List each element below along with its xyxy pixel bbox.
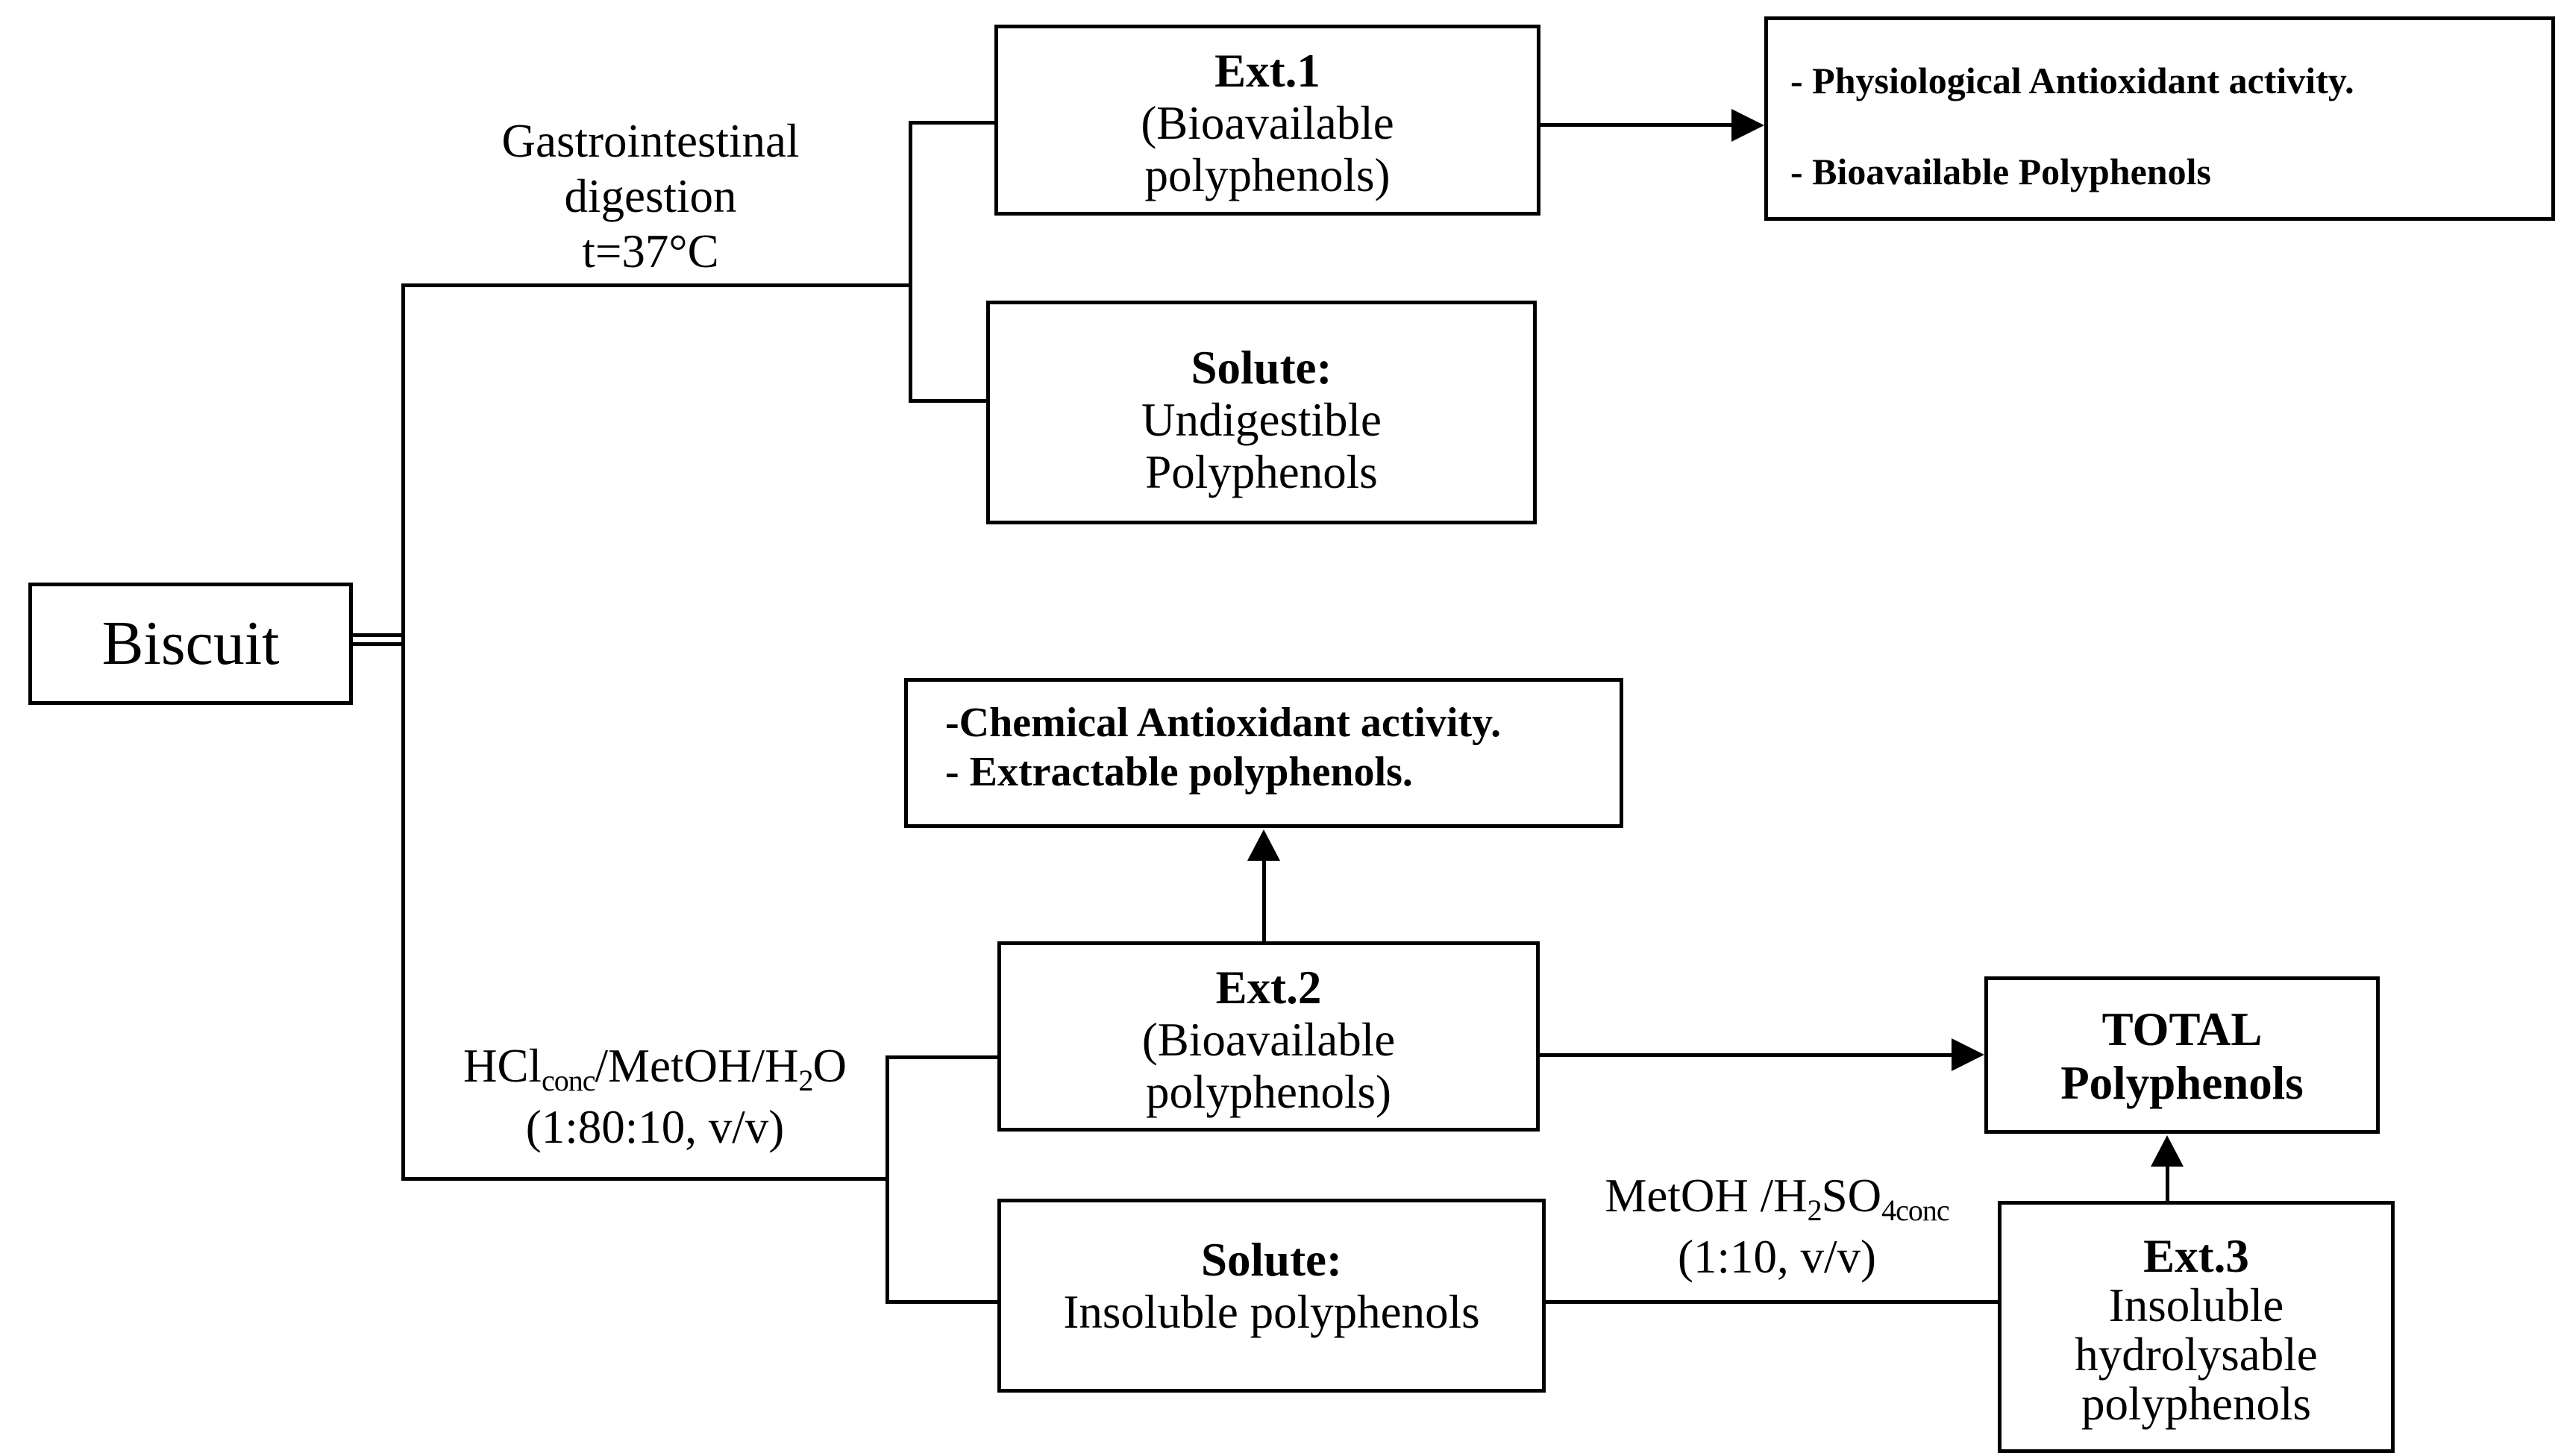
solute1-box: Solute: Undigestible Polyphenols: [986, 301, 1537, 524]
ext3-line3: hydrolysable: [2075, 1328, 2318, 1381]
connector-biscuit-stub-bottom: [353, 642, 405, 646]
connector-bottom-splitter-vertical: [885, 1055, 889, 1304]
arrow-ext2-to-total-head: [1952, 1038, 1984, 1071]
arrow-ext2-to-total-line: [1540, 1053, 1952, 1057]
solute2-box: Solute: Insoluble polyphenols: [997, 1199, 1546, 1393]
connector-to-solute1: [909, 399, 986, 403]
arrow-ext3-to-total-head: [2151, 1135, 2184, 1167]
arrow-ext2-to-chemical-line: [1262, 861, 1266, 941]
metoh-reagent-label: MetOH /H2SO4conc (1:10, v/v): [1546, 1168, 2008, 1284]
hcl-sub-conc: conc: [542, 1064, 596, 1097]
connector-to-solute2: [885, 1300, 997, 1304]
ext2-line2: (Bioavailable: [1141, 1014, 1396, 1066]
ext1-box: Ext.1 (Bioavailable polyphenols): [994, 25, 1540, 216]
metoh-sub-4conc: 4conc: [1881, 1193, 1950, 1227]
ext3-line4: polyphenols: [2081, 1378, 2311, 1430]
solute1-line3: Polyphenols: [1145, 446, 1378, 498]
connector-to-ext1: [909, 121, 994, 125]
connector-solute2-to-ext3: [1546, 1300, 1998, 1304]
hcl-label-line1: HClconc/MetOH/H2O: [463, 1040, 847, 1097]
ext1-title: Ext.1: [1214, 45, 1320, 97]
chemical-results-box: -Chemical Antioxidant activity. - Extrac…: [904, 678, 1623, 828]
gastro-label-line3: t=37°C: [582, 225, 719, 277]
ext3-box: Ext.3 Insoluble hydrolysable polyphenols: [1998, 1201, 2395, 1453]
ext2-box: Ext.2 (Bioavailable polyphenols): [997, 941, 1540, 1132]
biscuit-label: Biscuit: [101, 609, 280, 678]
connector-to-ext2: [885, 1055, 997, 1059]
ext1-line2: (Bioavailable: [1141, 97, 1394, 149]
phys-item1: - Physiological Antioxidant activity.: [1790, 60, 2354, 101]
total-polyphenols-box: TOTAL Polyphenols: [1984, 976, 2380, 1134]
metoh-label-line1: MetOH /H2SO4conc: [1605, 1170, 1950, 1227]
ext3-line2: Insoluble: [2108, 1279, 2284, 1331]
gastro-label-line2: digestion: [564, 170, 737, 222]
connector-bottom-branch-horizontal: [401, 1177, 889, 1181]
arrow-ext1-to-results-head: [1731, 109, 1764, 142]
gastro-label-line1: Gastrointestinal: [501, 115, 800, 167]
metoh-label-line2: (1:10, v/v): [1678, 1231, 1876, 1283]
hcl-reagent-label: HClconc/MetOH/H2O (1:80:10, v/v): [424, 1038, 886, 1155]
ext1-line3: polyphenols): [1144, 149, 1391, 201]
ext2-line3: polyphenols): [1146, 1066, 1391, 1118]
connector-top-branch-horizontal: [401, 283, 912, 287]
connector-top-splitter-vertical: [909, 121, 912, 403]
arrow-ext3-to-total-line: [2166, 1165, 2169, 1201]
arrow-ext1-to-results-line: [1540, 123, 1736, 127]
physiological-results-box: - Physiological Antioxidant activity. - …: [1764, 16, 2555, 221]
ext2-title: Ext.2: [1215, 961, 1322, 1014]
solute1-line2: Undigestible: [1141, 394, 1382, 446]
gastro-digestion-label: Gastrointestinal digestion t=37°C: [427, 113, 874, 279]
connector-biscuit-stub-top: [353, 633, 405, 637]
hcl-sub-2: 2: [798, 1064, 814, 1097]
connector-trunk-vertical: [401, 283, 405, 1181]
arrow-ext2-to-chemical-head: [1247, 829, 1280, 861]
chem-item1: -Chemical Antioxidant activity.: [945, 700, 1502, 746]
chem-item2: - Extractable polyphenols.: [945, 749, 1413, 795]
solute2-title: Solute:: [1201, 1234, 1342, 1286]
biscuit-box: Biscuit: [28, 583, 353, 705]
phys-item2: - Bioavailable Polyphenols: [1790, 151, 2211, 192]
total-line1: TOTAL: [2101, 1003, 2263, 1055]
solute1-title: Solute:: [1191, 342, 1332, 394]
hcl-label-line2: (1:80:10, v/v): [525, 1101, 785, 1153]
total-line2: Polyphenols: [2060, 1057, 2304, 1109]
solute2-line2: Insoluble polyphenols: [1063, 1286, 1480, 1338]
metoh-sub-2: 2: [1807, 1193, 1822, 1227]
ext3-title: Ext.3: [2143, 1230, 2249, 1282]
